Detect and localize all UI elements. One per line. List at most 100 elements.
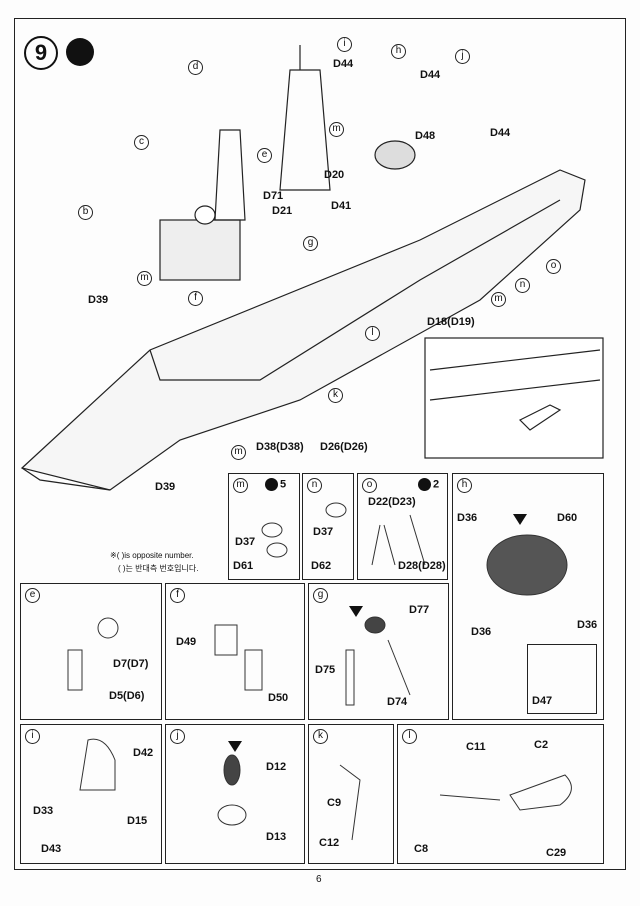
page-frame xyxy=(14,18,626,870)
part-label: C2 xyxy=(534,739,549,751)
panel-g: g D77 D75 D74 xyxy=(308,583,449,720)
part-label: D13 xyxy=(266,831,287,843)
marker-triangle xyxy=(513,514,527,525)
panel-letter: k xyxy=(313,729,328,744)
part-label: D50 xyxy=(268,692,289,704)
panel-letter: o xyxy=(362,478,377,493)
part-label: D44 xyxy=(490,127,511,139)
callout-g: g xyxy=(303,236,318,251)
callout-d: d xyxy=(188,60,203,75)
callout-c: c xyxy=(134,135,149,150)
panel-letter: i xyxy=(25,729,40,744)
callout-j: j xyxy=(455,49,470,64)
part-label: D26(D26) xyxy=(320,441,368,453)
quantity-badge: 2 xyxy=(418,478,439,491)
part-label: D20 xyxy=(324,169,345,181)
panel-l: l C11 C2 C8 C29 xyxy=(397,724,604,864)
callout-k: k xyxy=(328,388,343,403)
detail-inset xyxy=(424,337,604,459)
part-label: D61 xyxy=(233,560,254,572)
panel-letter: g xyxy=(313,588,328,603)
cement-pencil-icon xyxy=(66,38,94,66)
part-label: D37 xyxy=(235,536,256,548)
page-number: 6 xyxy=(316,874,322,885)
part-label: C11 xyxy=(466,741,486,753)
part-label: D44 xyxy=(333,58,354,70)
part-label: D43 xyxy=(41,843,62,855)
panel-letter: f xyxy=(170,588,185,603)
marker-triangle xyxy=(349,606,363,617)
panel-letter: n xyxy=(307,478,322,493)
panel-letter: l xyxy=(402,729,417,744)
panel-n: n D37 D62 xyxy=(302,473,354,580)
part-label: C8 xyxy=(414,843,429,855)
part-label: D47 xyxy=(532,695,553,707)
part-label: C9 xyxy=(327,797,342,809)
part-label: D18(D19) xyxy=(427,316,475,328)
callout-m: m xyxy=(137,271,152,286)
part-label: D42 xyxy=(133,747,154,759)
part-label: D39 xyxy=(155,481,176,493)
panel-f: f D49 D50 xyxy=(165,583,305,720)
panel-letter: m xyxy=(233,478,248,493)
panel-m: m 5 D37 D61 xyxy=(228,473,300,580)
step-number: 9 xyxy=(24,36,58,70)
part-label: D33 xyxy=(33,805,54,817)
callout-h: h xyxy=(391,44,406,59)
part-label: D15 xyxy=(127,815,148,827)
callout-n: n xyxy=(515,278,530,293)
part-label: D22(D23) xyxy=(368,496,416,508)
quantity-icon xyxy=(265,478,278,491)
part-label: D60 xyxy=(557,512,578,524)
quantity-icon xyxy=(418,478,431,491)
part-label: D48 xyxy=(415,130,436,142)
part-label: D44 xyxy=(420,69,441,81)
panel-letter: j xyxy=(170,729,185,744)
part-label: D75 xyxy=(315,664,336,676)
panel-i: i D42 D33 D15 D43 xyxy=(20,724,162,864)
callout-m: m xyxy=(491,292,506,307)
part-label: D39 xyxy=(88,294,109,306)
note-korean: ( )는 반대측 번호입니다. xyxy=(118,564,199,573)
part-label: D12 xyxy=(266,761,287,773)
part-label: D5(D6) xyxy=(109,690,145,702)
panel-h: h D36 D60 D36 D36 D47 xyxy=(452,473,604,720)
callout-b: b xyxy=(78,205,93,220)
part-label: D62 xyxy=(311,560,332,572)
part-label: D77 xyxy=(409,604,430,616)
note-english: ※( )is opposite number. xyxy=(110,551,194,560)
part-label: D38(D38) xyxy=(256,441,304,453)
callout-e: e xyxy=(257,148,272,163)
panel-o: o 2 D22(D23) D28(D28) xyxy=(357,473,448,580)
panel-j: j D12 D13 xyxy=(165,724,305,864)
detail-inset-d47: D47 xyxy=(527,644,597,714)
callout-f: f xyxy=(188,291,203,306)
part-label: D7(D7) xyxy=(113,658,149,670)
part-label: D21 xyxy=(272,205,293,217)
part-label: D36 xyxy=(577,619,598,631)
panel-letter: e xyxy=(25,588,40,603)
marker-triangle xyxy=(228,741,242,752)
callout-o: o xyxy=(546,259,561,274)
callout-m: m xyxy=(329,122,344,137)
part-label: D28(D28) xyxy=(398,560,446,572)
part-label: D71 xyxy=(263,190,284,202)
panel-k: k C9 C12 xyxy=(308,724,394,864)
panel-letter: h xyxy=(457,478,472,493)
panel-e: e D7(D7) D5(D6) xyxy=(20,583,162,720)
quantity-count: 5 xyxy=(280,478,287,491)
part-label: C12 xyxy=(319,837,340,849)
quantity-badge: 5 xyxy=(265,478,286,491)
callout-l: l xyxy=(365,326,380,341)
part-label: C29 xyxy=(546,847,567,859)
part-label: D37 xyxy=(313,526,334,538)
callout-i: i xyxy=(337,37,352,52)
part-label: D49 xyxy=(176,636,197,648)
part-label: D74 xyxy=(387,696,408,708)
callout-m: m xyxy=(231,445,246,460)
part-label: D36 xyxy=(471,626,492,638)
quantity-count: 2 xyxy=(433,478,440,491)
part-label: D36 xyxy=(457,512,478,524)
